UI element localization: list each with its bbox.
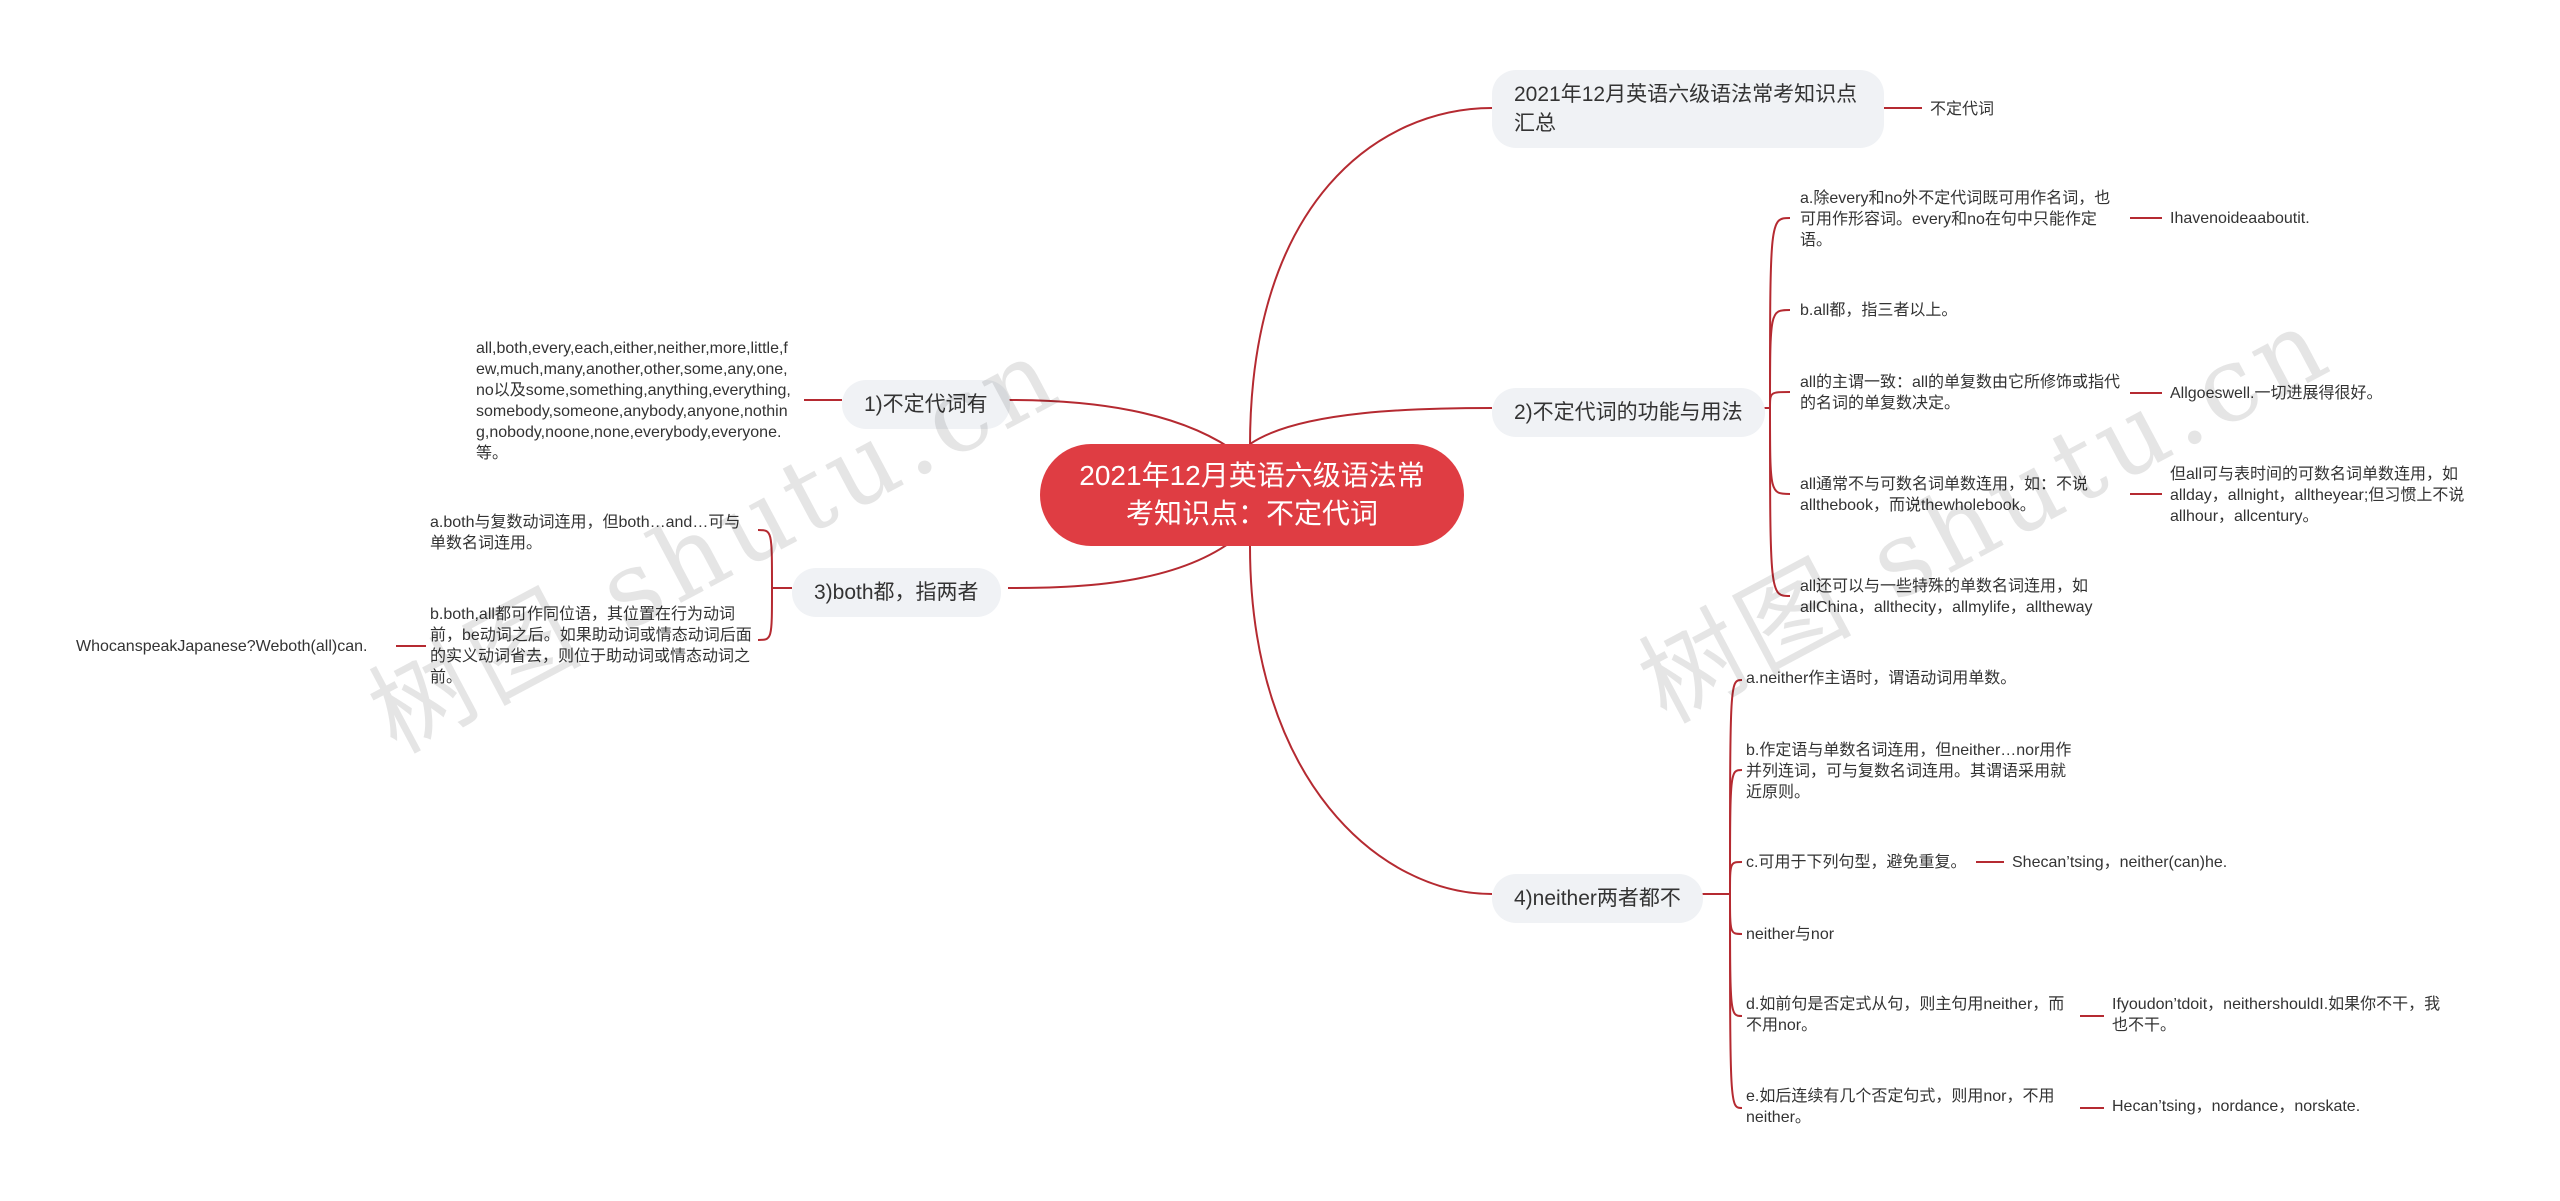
usage-item[interactable]: a.除every和no外不定代词既可用作名词，也可用作形容词。every和no在… bbox=[1800, 190, 2111, 249]
link-usage-item bbox=[1769, 391, 1791, 409]
usage-example[interactable]: 但all可与表时间的可数名词单数连用，如allday，allnight，allt… bbox=[2170, 466, 2465, 525]
both-example[interactable]: WhocanspeakJapanese?Weboth(all)can. bbox=[76, 638, 368, 655]
both-item[interactable]: a.both与复数动词连用，但both…and…可与单数名词连用。 bbox=[430, 514, 741, 552]
neither-item[interactable]: c.可用于下列句型，避免重复。 bbox=[1746, 854, 1967, 871]
link-usage-item bbox=[1769, 309, 1791, 409]
link-root-usage bbox=[1249, 407, 1493, 445]
link-both-item bbox=[757, 529, 773, 589]
neither-item[interactable]: e.如后连续有几个否定句式，则用nor，不用neither。 bbox=[1746, 1088, 2055, 1126]
link-root-list bbox=[1007, 399, 1241, 456]
usage-item[interactable]: all的主谓一致：all的单复数由它所修饰或指代的名词的单复数决定。 bbox=[1800, 374, 2121, 412]
branch-pronoun-list[interactable]: 1)不定代词有 bbox=[842, 380, 1010, 429]
link-neither-item bbox=[1729, 893, 1743, 1109]
branch-neither-label: 4)neither两者都不 bbox=[1514, 887, 1681, 910]
link-usage-item bbox=[1769, 217, 1791, 409]
summary-leaf[interactable]: 不定代词 bbox=[1930, 101, 1995, 118]
root-node[interactable]: 2021年12月英语六级语法常考知识点：不定代词 bbox=[1040, 444, 1464, 546]
link-root-neither bbox=[1249, 545, 1493, 895]
neither-item[interactable]: a.neither作主语时，谓语动词用单数。 bbox=[1746, 670, 2017, 687]
usage-item[interactable]: b.all都，指三者以上。 bbox=[1800, 302, 1958, 319]
link-neither-item bbox=[1729, 861, 1743, 895]
link-neither-item bbox=[1729, 893, 1743, 1017]
branch-both-label: 3)both都，指两者 bbox=[814, 581, 979, 604]
link-usage-item bbox=[1769, 407, 1791, 495]
link-both-item bbox=[757, 587, 773, 641]
branch-summary-label: 2021年12月英语六级语法常考知识点汇总 bbox=[1514, 83, 1858, 135]
neither-example[interactable]: Hecan’tsing，nordance，norskate. bbox=[2112, 1098, 2361, 1115]
neither-example[interactable]: Shecan’tsing，neither(can)he. bbox=[2012, 854, 2228, 871]
branch-summary[interactable]: 2021年12月英语六级语法常考知识点汇总 bbox=[1492, 70, 1884, 148]
link-neither-item bbox=[1729, 893, 1743, 935]
link-usage-item bbox=[1769, 407, 1791, 597]
usage-item[interactable]: all通常不与可数名词单数连用，如：不说allthebook，而说thewhol… bbox=[1800, 476, 2089, 514]
branch-both[interactable]: 3)both都，指两者 bbox=[792, 568, 1001, 617]
link-root-summary bbox=[1249, 107, 1493, 447]
root-title: 2021年12月英语六级语法常考知识点：不定代词 bbox=[1079, 460, 1425, 529]
usage-item[interactable]: all还可以与一些特殊的单数名词连用，如allChina，allthecity，… bbox=[1800, 578, 2093, 616]
usage-example[interactable]: Allgoeswell.一切进展得很好。 bbox=[2170, 385, 2383, 402]
usage-example[interactable]: Ihavenoideaaboutit. bbox=[2170, 210, 2310, 227]
neither-example[interactable]: Ifyoudon’tdoit，neithershouldI.如果你不干，我也不干… bbox=[2112, 996, 2441, 1034]
pronoun-list-leaf[interactable]: all,both,every,each,either,neither,more,… bbox=[476, 340, 791, 462]
branch-neither[interactable]: 4)neither两者都不 bbox=[1492, 874, 1703, 923]
link-neither-item bbox=[1729, 769, 1743, 895]
branch-usage-label: 2)不定代词的功能与用法 bbox=[1514, 401, 1743, 424]
neither-item[interactable]: neither与nor bbox=[1746, 926, 1835, 943]
branch-pronoun-list-label: 1)不定代词有 bbox=[864, 393, 988, 416]
neither-item[interactable]: b.作定语与单数名词连用，但neither…nor用作并列连词，可与复数名词连用… bbox=[1746, 742, 2072, 801]
branch-usage[interactable]: 2)不定代词的功能与用法 bbox=[1492, 388, 1765, 437]
link-root-both bbox=[1007, 534, 1241, 589]
both-item[interactable]: b.both,all都可作同位语，其位置在行为动词前，be动词之后。如果助动词或… bbox=[430, 606, 752, 686]
neither-item[interactable]: d.如前句是否定式从句，则主句用neither，而不用nor。 bbox=[1746, 996, 2065, 1034]
